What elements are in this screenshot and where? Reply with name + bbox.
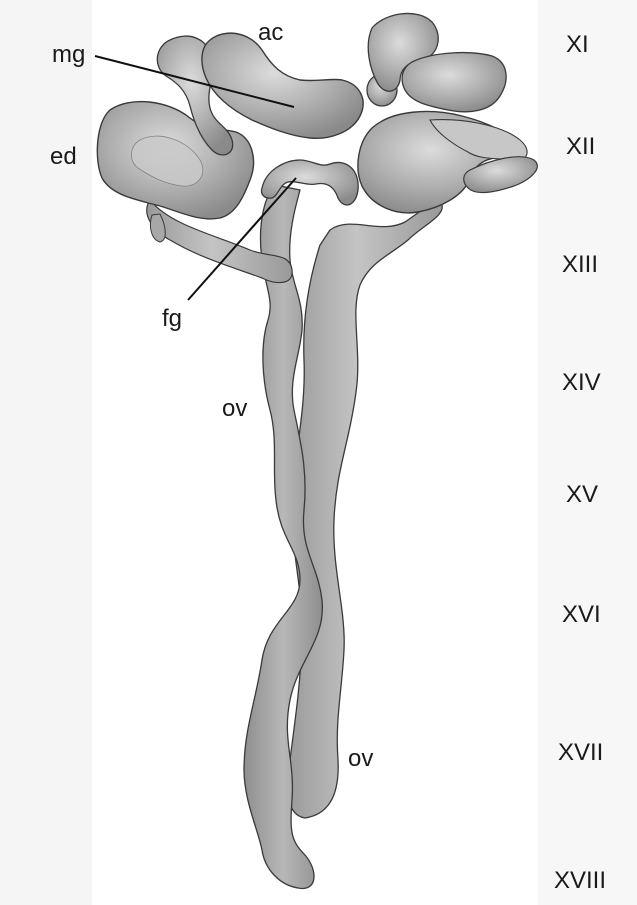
label-fg: fg <box>162 305 182 332</box>
label-ov-left: ov <box>222 395 247 422</box>
segment-label-xiii: XIII <box>562 251 598 278</box>
segment-label-xviii: XVIII <box>554 867 606 894</box>
right-top-lobe <box>402 53 506 112</box>
label-ov-right: ov <box>348 745 373 772</box>
segment-label-xv: XV <box>566 481 598 508</box>
label-ed: ed <box>50 143 77 170</box>
accessory-gland <box>202 33 363 138</box>
left-margin-band <box>0 0 92 905</box>
segment-label-xii: XII <box>566 133 595 160</box>
label-ac: ac <box>258 19 283 46</box>
segment-label-xvi: XVI <box>562 601 601 628</box>
label-mg: mg <box>52 41 85 68</box>
segment-label-xvii: XVII <box>558 739 603 766</box>
segment-label-xiv: XIV <box>562 369 601 396</box>
right-oviduct <box>288 202 442 818</box>
segment-label-xi: XI <box>566 31 589 58</box>
